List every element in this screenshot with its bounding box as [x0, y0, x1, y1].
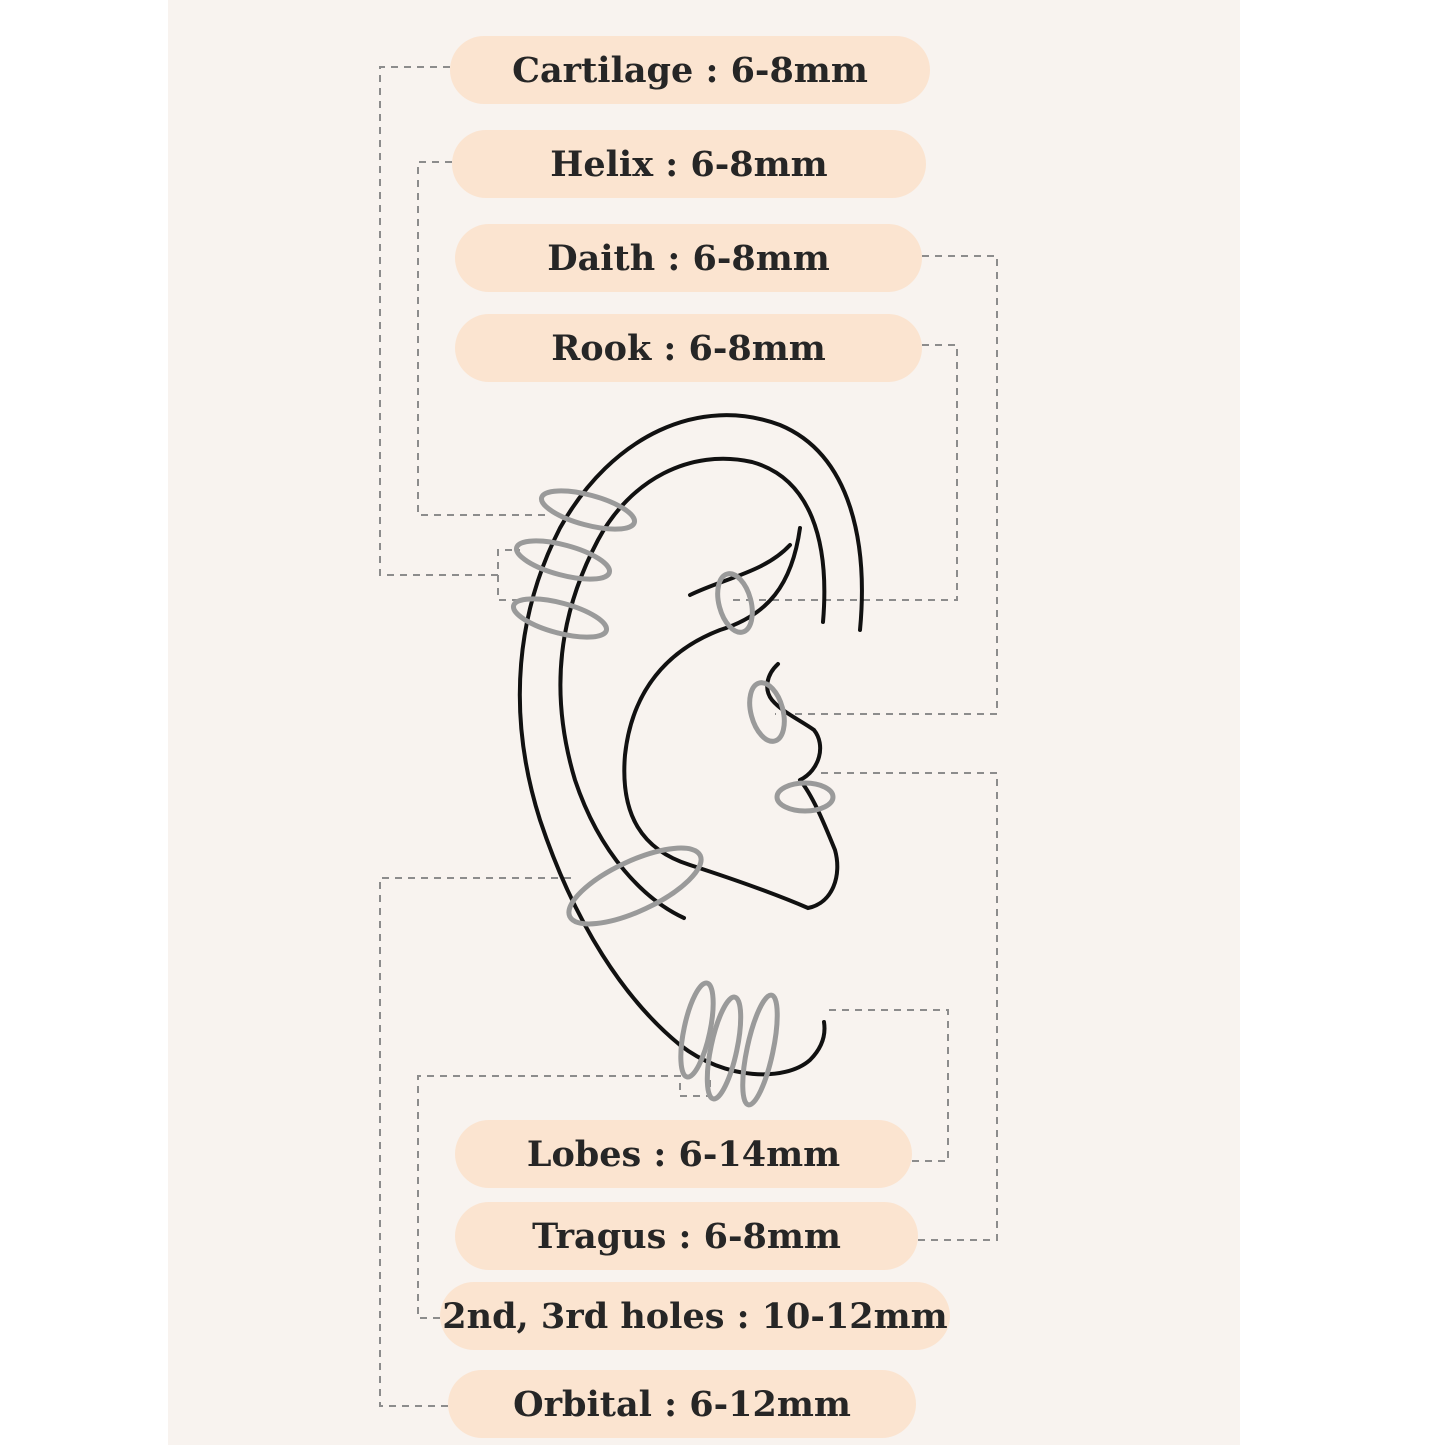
ear-helix-inner — [558, 456, 827, 920]
label-holes: 2nd, 3rd holes : 10-12mm — [440, 1282, 950, 1350]
cartilage-ring-1 — [513, 538, 613, 582]
tragus-ring — [774, 780, 836, 814]
ear-antihelix — [622, 526, 840, 911]
daith-ring — [747, 680, 787, 744]
leader-tragus — [815, 772, 998, 1241]
label-cartilage-text: Cartilage : 6-8mm — [512, 49, 868, 91]
label-holes-text: 2nd, 3rd holes : 10-12mm — [442, 1295, 948, 1337]
piercing-rings — [510, 488, 836, 1108]
lobe-ring-3 — [740, 992, 780, 1108]
lobe-ring-2 — [704, 994, 744, 1102]
leader-rook — [730, 344, 958, 601]
label-rook: Rook : 6-8mm — [455, 314, 922, 382]
label-lobes: Lobes : 6-14mm — [455, 1120, 912, 1188]
ear-helix-outer — [517, 413, 864, 1077]
ear-tragus — [765, 662, 823, 782]
label-tragus-text: Tragus : 6-8mm — [532, 1215, 841, 1257]
leader-orbital — [379, 877, 577, 1407]
label-cartilage: Cartilage : 6-8mm — [450, 36, 930, 104]
label-rook-text: Rook : 6-8mm — [551, 327, 826, 369]
label-helix: Helix : 6-8mm — [452, 130, 926, 198]
label-orbital: Orbital : 6-12mm — [448, 1370, 916, 1438]
leader-lobes — [824, 1009, 949, 1162]
label-daith-text: Daith : 6-8mm — [547, 237, 830, 279]
leader-helix — [417, 161, 550, 516]
label-helix-text: Helix : 6-8mm — [550, 143, 828, 185]
label-tragus: Tragus : 6-8mm — [455, 1202, 918, 1270]
cartilage-ring-2 — [510, 596, 610, 640]
rook-ring — [715, 571, 755, 635]
ear-outline — [517, 413, 864, 1077]
leader-daith — [775, 255, 998, 715]
label-lobes-text: Lobes : 6-14mm — [526, 1133, 841, 1175]
lobe-ring-1 — [678, 980, 716, 1080]
label-daith: Daith : 6-8mm — [455, 224, 922, 292]
helix-ring-1 — [538, 488, 638, 532]
label-orbital-text: Orbital : 6-12mm — [513, 1383, 851, 1425]
orbital-ring — [566, 845, 704, 927]
leader-cartilage — [379, 66, 520, 601]
